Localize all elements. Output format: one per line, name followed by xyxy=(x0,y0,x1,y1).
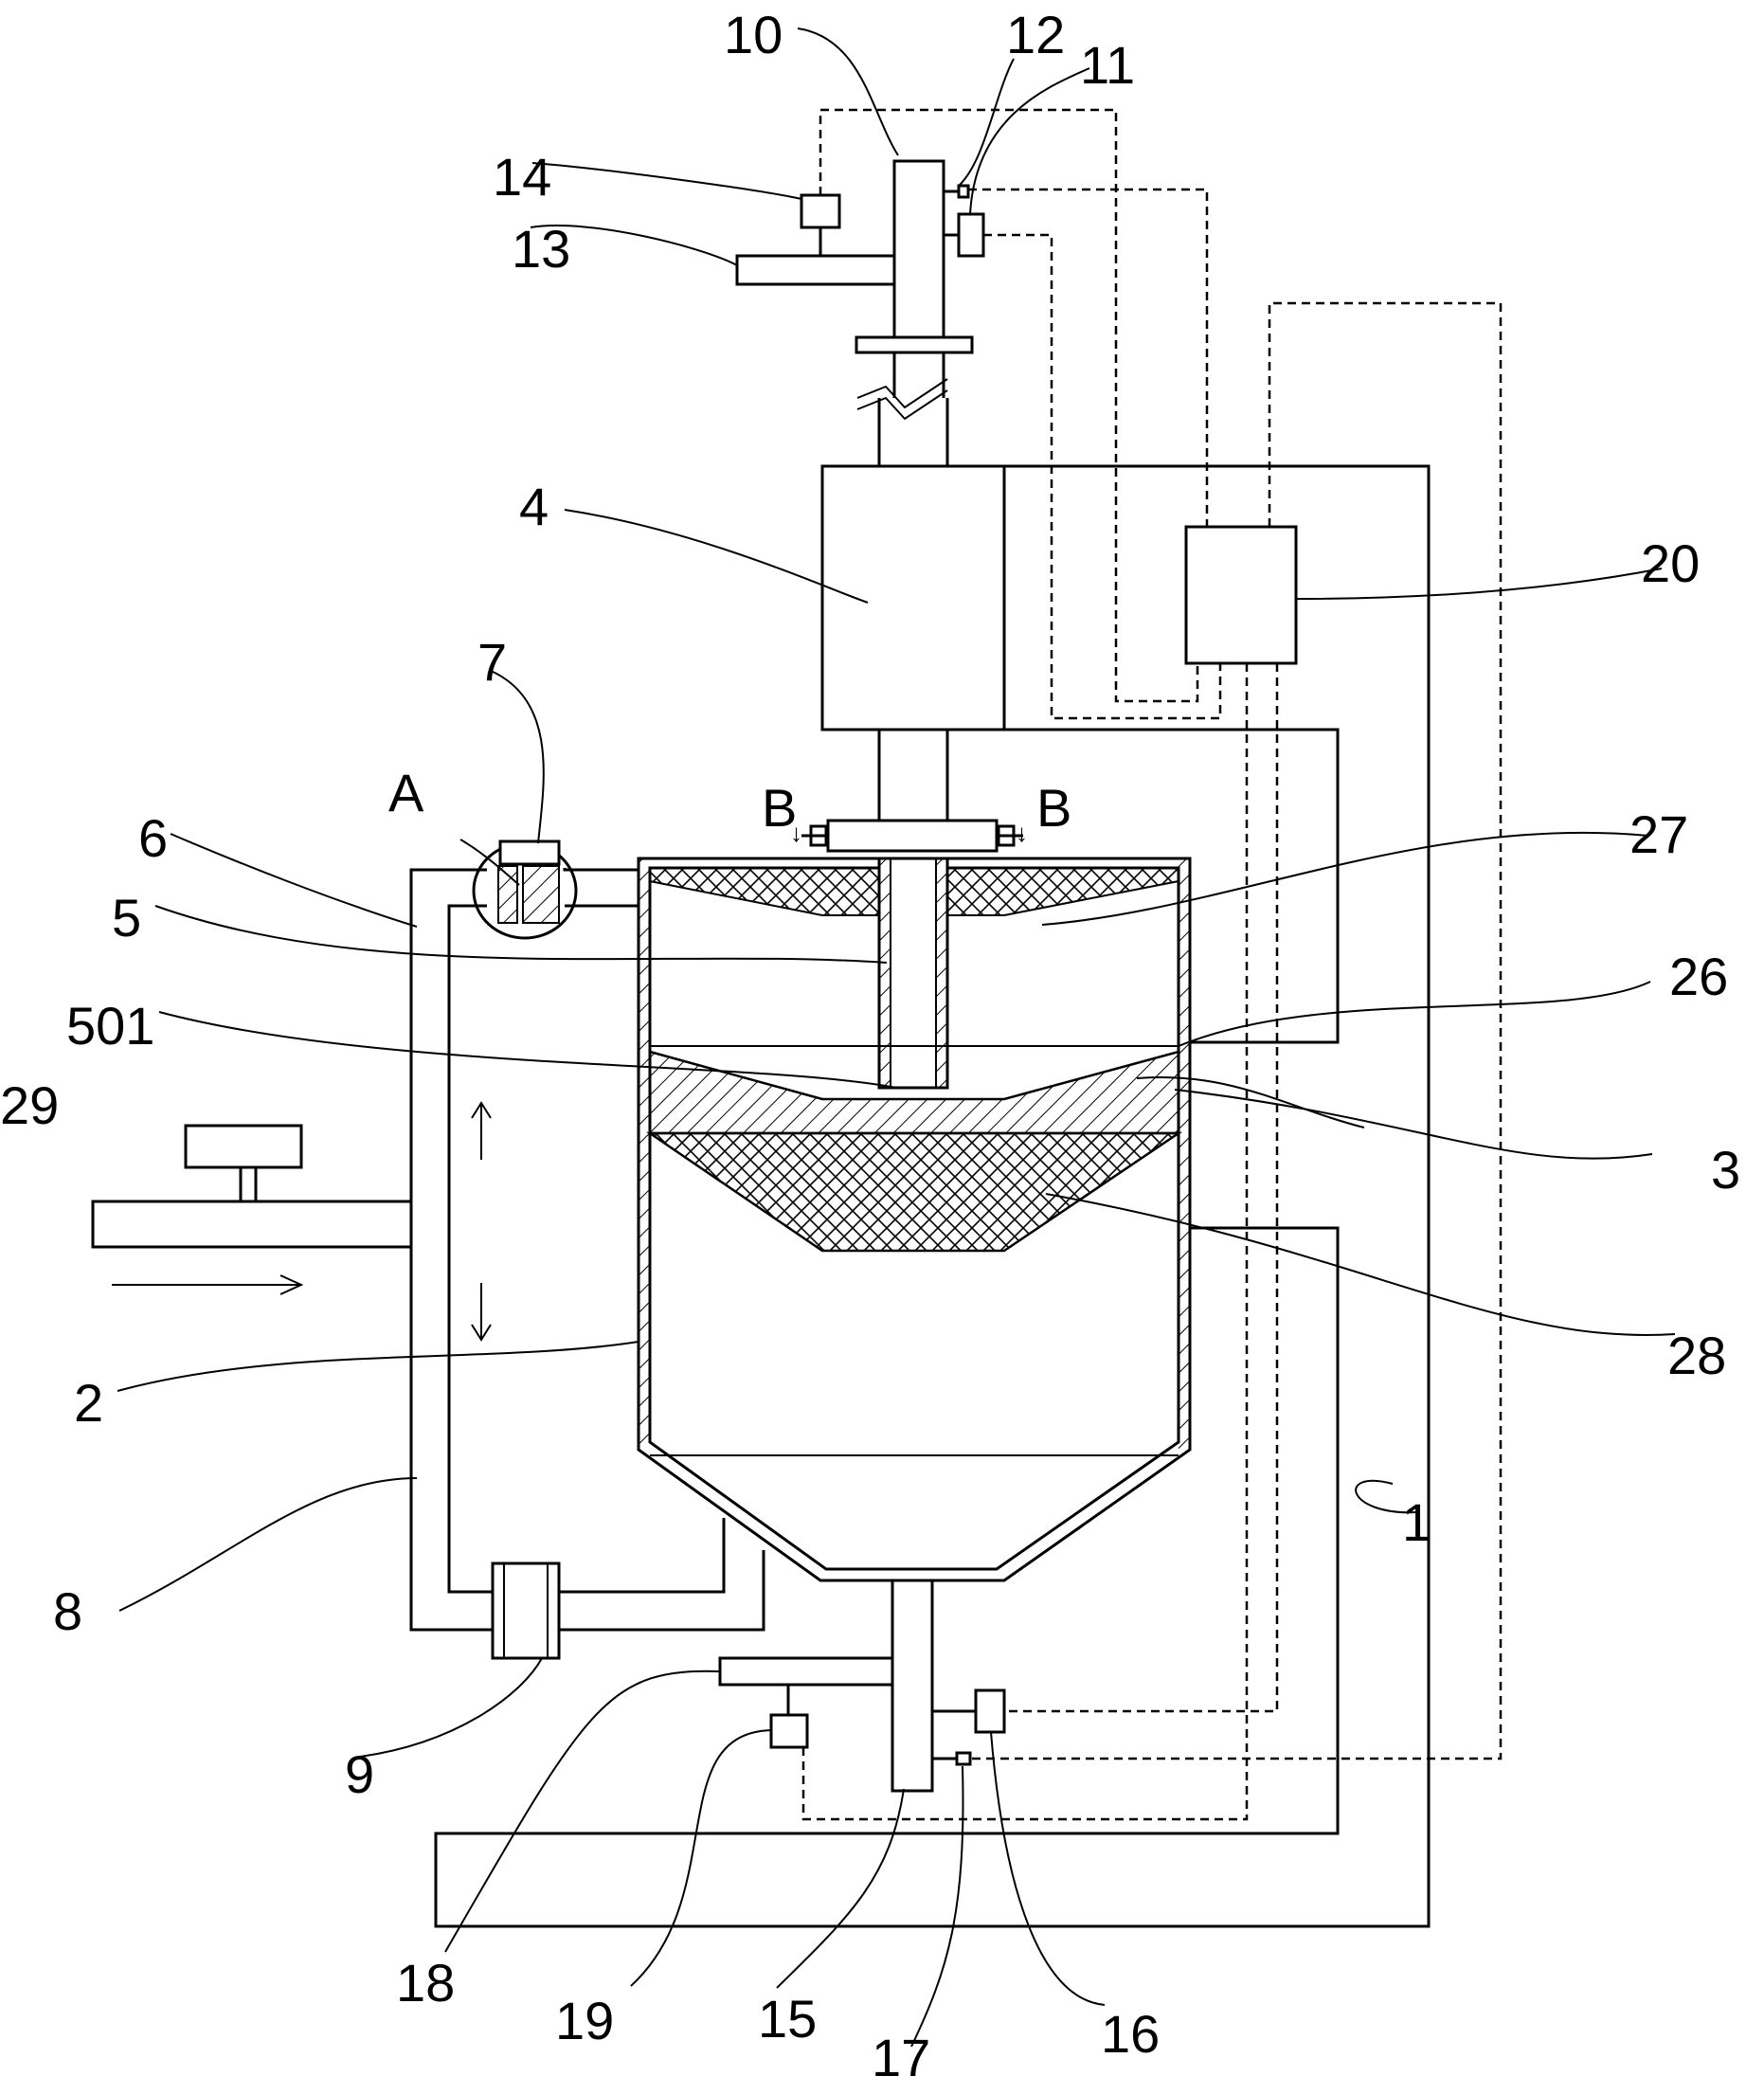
top-valve-14 xyxy=(800,193,841,229)
label-14: 14 xyxy=(493,147,551,207)
bottom-branch-pipe xyxy=(718,1656,894,1687)
label-a: A xyxy=(388,763,424,822)
coupling xyxy=(801,819,1023,853)
sensor-12 xyxy=(957,184,970,199)
controller xyxy=(1184,525,1298,665)
sensor-11 xyxy=(957,212,985,258)
label-b-left: B xyxy=(762,778,797,838)
pump-9 xyxy=(491,1562,561,1660)
label-17: 17 xyxy=(872,2028,930,2076)
valve-a xyxy=(472,839,578,940)
label-4: 4 xyxy=(519,477,549,536)
top-outlet-pipe xyxy=(735,254,896,286)
sensor-17 xyxy=(955,1751,972,1766)
bottom-valve-19 xyxy=(769,1713,809,1749)
label-28: 28 xyxy=(1667,1326,1726,1385)
sensor-16 xyxy=(974,1688,1006,1734)
label-8: 8 xyxy=(53,1581,82,1641)
label-6: 6 xyxy=(138,808,168,868)
label-11: 11 xyxy=(1080,35,1135,95)
signal-lines xyxy=(801,108,1503,1821)
drive-motor xyxy=(820,464,1006,731)
label-20: 20 xyxy=(1641,533,1700,593)
section-arrow-left: ↓ xyxy=(790,819,802,847)
label-2: 2 xyxy=(74,1373,103,1433)
inner-pipe xyxy=(877,857,949,1090)
label-3: 3 xyxy=(1711,1140,1740,1200)
label-18: 18 xyxy=(396,1953,455,2013)
label-16: 16 xyxy=(1101,2004,1160,2064)
label-7: 7 xyxy=(477,632,507,692)
section-arrow-right: ↓ xyxy=(1016,819,1028,847)
label-9: 9 xyxy=(345,1744,374,1804)
label-27: 27 xyxy=(1629,804,1688,864)
support-frame xyxy=(434,464,1431,1928)
label-1: 1 xyxy=(1402,1492,1431,1552)
tank xyxy=(637,857,1192,1582)
label-15: 15 xyxy=(758,1989,817,2049)
inlet-pipe xyxy=(91,1124,413,1295)
label-29: 29 xyxy=(0,1075,59,1135)
top-pipe xyxy=(735,159,985,339)
bottom-pipe xyxy=(718,1579,1006,1793)
label-b-right: B xyxy=(1036,778,1071,838)
label-26: 26 xyxy=(1669,947,1728,1006)
lower-filter xyxy=(645,1131,1183,1253)
drive-shaft xyxy=(855,335,974,821)
label-501: 501 xyxy=(66,996,154,1056)
label-13: 13 xyxy=(512,219,570,279)
leader-lines xyxy=(117,27,1676,2048)
label-12: 12 xyxy=(1006,5,1065,64)
label-10: 10 xyxy=(724,5,783,64)
circulation-pipes xyxy=(409,868,765,1660)
label-5: 5 xyxy=(112,888,141,948)
label-19: 19 xyxy=(555,1991,614,2050)
